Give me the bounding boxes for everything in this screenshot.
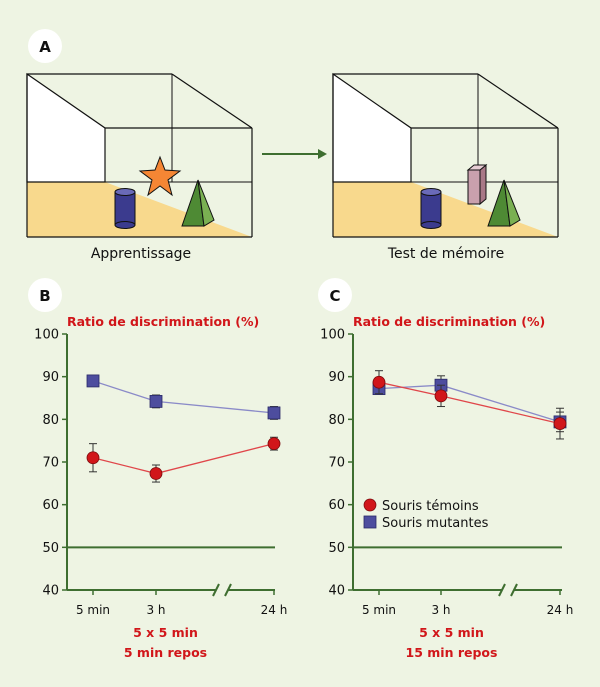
y-tick-label: 60: [42, 498, 59, 513]
panel-b-letter: B: [39, 287, 50, 305]
condition-note: 5 x 5 min: [419, 625, 484, 640]
y-tick-label: 50: [42, 541, 59, 556]
temoin-point: [372, 375, 386, 389]
y-tick-label: 100: [34, 328, 59, 343]
temoin-point: [434, 389, 448, 403]
condition-note: 5 x 5 min: [133, 625, 198, 640]
axis-break-mark: [510, 583, 518, 597]
axis-break-mark: [224, 583, 232, 597]
block-object: [466, 163, 488, 206]
panel-c-badge: [318, 278, 352, 312]
y-tick-label: 90: [42, 370, 59, 385]
cylinder-object: [114, 188, 136, 229]
arrow-right-icon: [262, 149, 327, 159]
panel-a-badge: [28, 29, 62, 63]
x-tick-label: 3 h: [146, 603, 165, 617]
axis-break-mark: [498, 583, 506, 597]
y-tick-label: 40: [328, 584, 345, 599]
axis-break-gap: [216, 585, 228, 595]
y-tick-label: 60: [328, 498, 345, 513]
arena-edge: [477, 73, 559, 129]
legend-temoin-marker: [363, 498, 377, 512]
legend-mutante-marker: [363, 515, 377, 529]
arena-edge: [171, 73, 253, 129]
legend-mutante-label: Souris mutantes: [382, 516, 489, 531]
pyramid-object: [181, 179, 215, 227]
y-tick-label: 80: [42, 413, 59, 428]
y-tick-label: 70: [42, 456, 59, 471]
x-tick-label: 5 min: [76, 603, 110, 617]
x-tick-label: 5 min: [362, 603, 396, 617]
x-tick-label: 24 h: [547, 603, 574, 617]
panel-b-badge: [28, 278, 62, 312]
temoin-point: [86, 451, 100, 465]
cylinder-object: [420, 188, 442, 229]
temoin-point: [149, 467, 163, 480]
chart-b: Ratio de discrimination (%) 40 50 60 70 80 90 1…: [34, 314, 287, 660]
axis-break-gap: [502, 585, 514, 595]
mutante-point: [267, 406, 281, 420]
caption-learning: Apprentissage: [91, 246, 191, 262]
legend-temoin-label: Souris témoins: [382, 499, 479, 514]
condition-note: 15 min repos: [406, 645, 498, 660]
y-tick-label: 40: [42, 584, 59, 599]
star-object: [138, 155, 182, 197]
y-tick-label: 90: [328, 370, 345, 385]
mutante-point: [86, 374, 100, 388]
chart-c: Ratio de discrimination (%) 40 50 60 70 80 90 1…: [320, 314, 573, 660]
y-tick-label: 100: [320, 328, 345, 343]
pyramid-object: [487, 179, 521, 227]
arena-memory-test: [332, 72, 559, 238]
temoin-point: [267, 437, 281, 451]
y-tick-label: 70: [328, 456, 345, 471]
axis-break-mark: [212, 583, 220, 597]
x-tick-label: 24 h: [261, 603, 288, 617]
arena-learning: [26, 72, 253, 238]
x-tick-label: 3 h: [431, 603, 450, 617]
y-tick-label: 80: [328, 413, 345, 428]
panel-a-letter: A: [39, 38, 51, 56]
condition-note: 5 min repos: [124, 645, 207, 660]
y-tick-label: 50: [328, 541, 345, 556]
mutante-point: [149, 395, 163, 408]
temoin-point: [553, 417, 567, 431]
y-axis-label: Ratio de discrimination (%): [67, 314, 259, 329]
legend: Souris témoins Souris mutantes: [363, 498, 489, 531]
caption-memory-test: Test de mémoire: [387, 246, 504, 262]
y-axis-label: Ratio de discrimination (%): [353, 314, 545, 329]
panel-c-letter: C: [329, 287, 340, 305]
